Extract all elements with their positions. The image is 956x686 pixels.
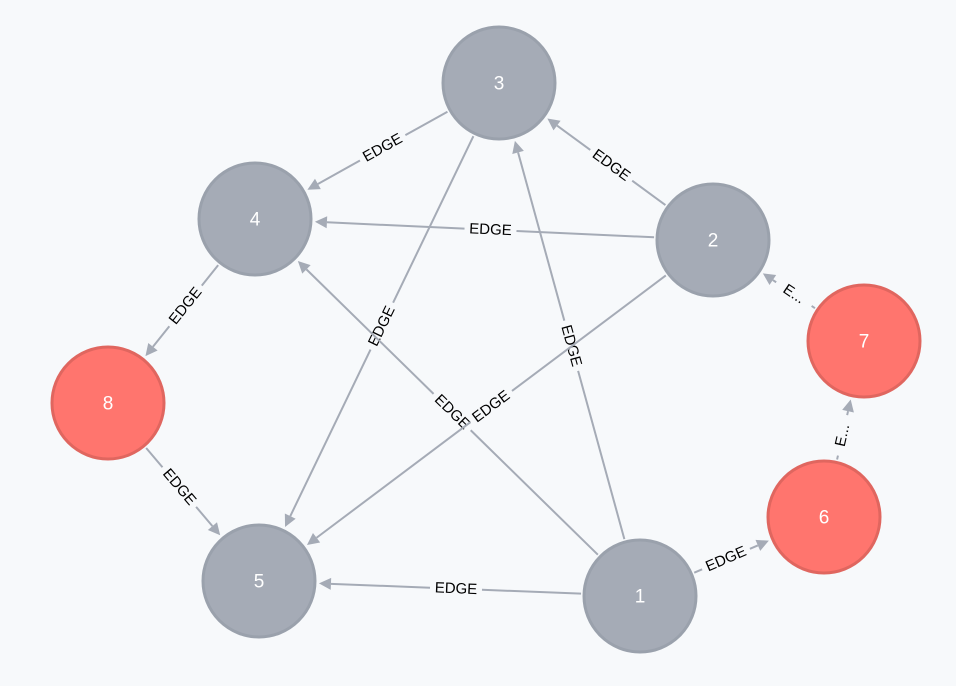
edge-3-to-4[interactable]: EDGE bbox=[307, 110, 448, 190]
edge-label: EDGE bbox=[431, 391, 473, 433]
edge-line bbox=[201, 264, 219, 287]
arrowhead-icon bbox=[306, 532, 321, 545]
node-circle[interactable] bbox=[197, 161, 313, 277]
edge-label: EDGE bbox=[166, 284, 206, 328]
edge-line bbox=[693, 568, 703, 574]
edge-1-to-3[interactable]: EDGE bbox=[512, 140, 626, 540]
edge-1-to-5[interactable]: EDGE bbox=[318, 577, 582, 598]
edge-line bbox=[317, 159, 361, 185]
arrowhead-icon bbox=[512, 140, 524, 155]
node-circle[interactable] bbox=[806, 283, 922, 399]
arrowhead-icon bbox=[318, 577, 332, 590]
arrowhead-icon bbox=[314, 216, 328, 229]
edge-label: EDGE bbox=[703, 543, 749, 575]
arrowhead-icon bbox=[755, 539, 769, 551]
edge-line bbox=[836, 455, 839, 460]
edge-line bbox=[511, 274, 667, 392]
node-circle[interactable] bbox=[766, 459, 882, 575]
edge-2-to-4[interactable]: EDGE bbox=[314, 216, 655, 239]
edge-line bbox=[577, 370, 626, 540]
edge-label: EDGE bbox=[589, 146, 633, 185]
arrowhead-icon bbox=[762, 273, 777, 286]
edge-line bbox=[470, 429, 599, 556]
edge-label: EDGE bbox=[469, 220, 512, 239]
edge-label: E... bbox=[780, 281, 808, 308]
node-label: 8 bbox=[103, 394, 114, 415]
edge-line bbox=[631, 179, 667, 206]
node-circle[interactable] bbox=[201, 523, 317, 639]
node-circle[interactable] bbox=[441, 25, 557, 141]
edge-3-to-5[interactable]: EDGE bbox=[284, 135, 475, 527]
node-label: 2 bbox=[708, 231, 719, 252]
node-circle[interactable] bbox=[50, 345, 166, 461]
edge-8-to-5[interactable]: EDGE bbox=[145, 447, 221, 536]
edge-6-to-7[interactable]: E... bbox=[832, 399, 854, 460]
node-2[interactable]: 2 bbox=[655, 182, 771, 298]
edge-line bbox=[326, 221, 465, 230]
node-6[interactable]: 6 bbox=[766, 459, 882, 575]
arrowhead-icon bbox=[547, 118, 561, 131]
edge-line bbox=[811, 305, 816, 310]
edge-label: EDGE bbox=[159, 465, 199, 508]
edge-label: E... bbox=[832, 422, 854, 448]
node-label: 1 bbox=[635, 587, 646, 608]
node-4[interactable]: 4 bbox=[197, 161, 313, 277]
node-8[interactable]: 8 bbox=[50, 345, 166, 461]
node-label: 3 bbox=[494, 74, 505, 95]
edge-4-to-8[interactable]: EDGE bbox=[145, 264, 219, 357]
edge-line bbox=[749, 544, 759, 550]
arrowhead-icon bbox=[297, 260, 311, 274]
arrowhead-icon bbox=[145, 343, 158, 357]
node-circle[interactable] bbox=[582, 538, 698, 654]
edge-line bbox=[145, 447, 164, 468]
edge-line bbox=[481, 588, 582, 595]
arrowhead-icon bbox=[307, 178, 321, 190]
edge-line bbox=[517, 152, 566, 321]
nodes-layer: 1 2 3 4 5 6 7 8 bbox=[50, 25, 922, 654]
node-1[interactable]: 1 bbox=[582, 538, 698, 654]
edge-label: EDGE bbox=[469, 387, 513, 426]
edge-2-to-3[interactable]: EDGE bbox=[547, 118, 667, 206]
node-7[interactable]: 7 bbox=[806, 283, 922, 399]
node-circle[interactable] bbox=[655, 182, 771, 298]
edge-label: EDGE bbox=[434, 579, 477, 598]
edge-line bbox=[152, 325, 171, 348]
arrowhead-icon bbox=[207, 522, 221, 536]
edge-line bbox=[289, 349, 372, 517]
edge-2-to-5[interactable]: EDGE bbox=[306, 274, 667, 545]
edge-line bbox=[195, 506, 214, 527]
edge-line bbox=[846, 410, 850, 416]
edge-line bbox=[772, 279, 777, 284]
edge-label: EDGE bbox=[360, 130, 405, 166]
node-label: 6 bbox=[819, 508, 830, 529]
node-3[interactable]: 3 bbox=[441, 25, 557, 141]
node-label: 4 bbox=[250, 210, 261, 231]
node-label: 7 bbox=[859, 332, 870, 353]
edge-line bbox=[404, 110, 448, 137]
node-5[interactable]: 5 bbox=[201, 523, 317, 639]
edge-line bbox=[516, 229, 655, 239]
arrowhead-icon bbox=[842, 399, 854, 413]
edge-line bbox=[392, 135, 475, 304]
edge-line bbox=[315, 421, 472, 539]
arrowhead-icon bbox=[284, 513, 296, 527]
edge-line bbox=[556, 124, 591, 151]
edge-line bbox=[330, 582, 431, 589]
edge-7-to-2[interactable]: E... bbox=[762, 273, 816, 310]
node-label: 5 bbox=[254, 572, 265, 593]
edge-1-to-6[interactable]: EDGE bbox=[693, 539, 769, 575]
edge-line bbox=[305, 268, 435, 395]
